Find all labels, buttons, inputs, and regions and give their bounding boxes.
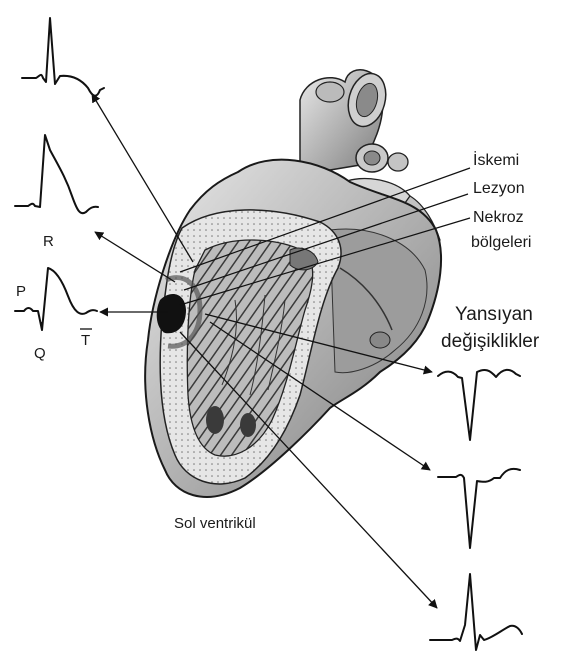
label-wave-p: P	[16, 283, 26, 300]
label-nekroz: Nekroz	[473, 209, 524, 226]
label-bolgeleri: bölgeleri	[471, 234, 531, 251]
label-wave-q: Q	[34, 345, 46, 362]
label-sol-ventrikul: Sol ventrikül	[174, 515, 256, 532]
ecg-wave-necrosis	[15, 268, 97, 330]
label-yansiyan: Yansıyan	[455, 304, 533, 325]
label-wave-r: R	[43, 233, 54, 250]
ecg-wave-lesion	[15, 135, 98, 213]
ecg-wave-ischemia	[22, 18, 104, 96]
label-degisiklikler: değişiklikler	[441, 331, 540, 352]
label-lezyon: Lezyon	[473, 180, 525, 197]
label-wave-t: T	[81, 332, 90, 349]
ecg-waveforms-left	[15, 18, 104, 330]
ecg-wave-reflected-2	[438, 469, 520, 548]
ecg-wave-reflected-1	[438, 370, 520, 440]
ecg-waveforms-right	[430, 370, 522, 650]
label-iskemi: İskemi	[473, 150, 519, 169]
heart-illustration	[145, 69, 441, 497]
ecg-wave-reflected-3	[430, 574, 522, 650]
